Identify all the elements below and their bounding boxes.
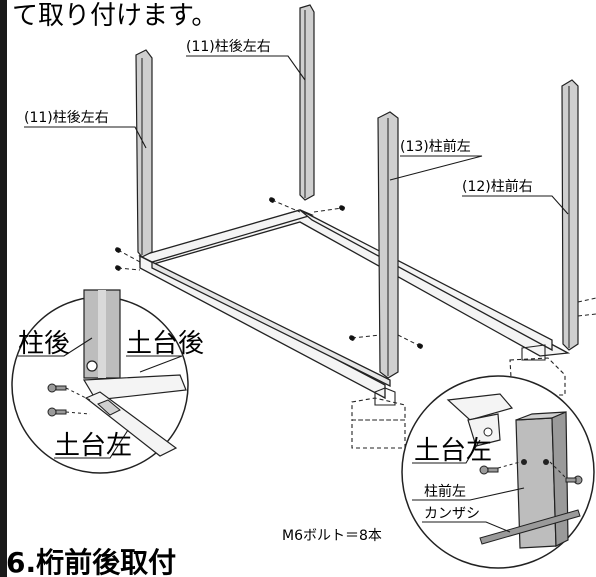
- label-post-front-left: (13)柱前左: [400, 138, 471, 155]
- post-rear-center: [299, 4, 315, 201]
- base-frame: [138, 209, 571, 400]
- section-heading: 6.桁前後取付: [6, 546, 176, 577]
- detail-right-post-label: 柱前左: [424, 483, 466, 500]
- leader-lines: [24, 55, 569, 215]
- left-edge-bar: [0, 0, 7, 577]
- label-post-front-right: (12)柱前右: [462, 178, 533, 195]
- bolt-paths: [115, 197, 596, 349]
- label-post-rear-2: (11)柱後左右: [186, 39, 271, 55]
- bolt-count-note: M6ボルト＝8本: [282, 528, 382, 544]
- detail-right-pin-label: カンザシ: [424, 506, 480, 522]
- detail-right-base-left-label: 土台左: [414, 436, 492, 466]
- detail-circle-left: [11, 289, 189, 474]
- detail-left-base-left-label: 土台左: [54, 431, 132, 461]
- detail-left-base-rear-label: 土台後: [126, 329, 204, 359]
- post-front-right: [561, 79, 579, 351]
- intro-text: て取り付けます。: [12, 1, 217, 31]
- detail-circle-right: [401, 375, 595, 569]
- detail-left-post-label: 柱後: [18, 329, 70, 359]
- post-front-left: [377, 111, 399, 379]
- post-rear-left: [135, 49, 153, 258]
- label-post-rear-1: (11)柱後左右: [24, 110, 109, 126]
